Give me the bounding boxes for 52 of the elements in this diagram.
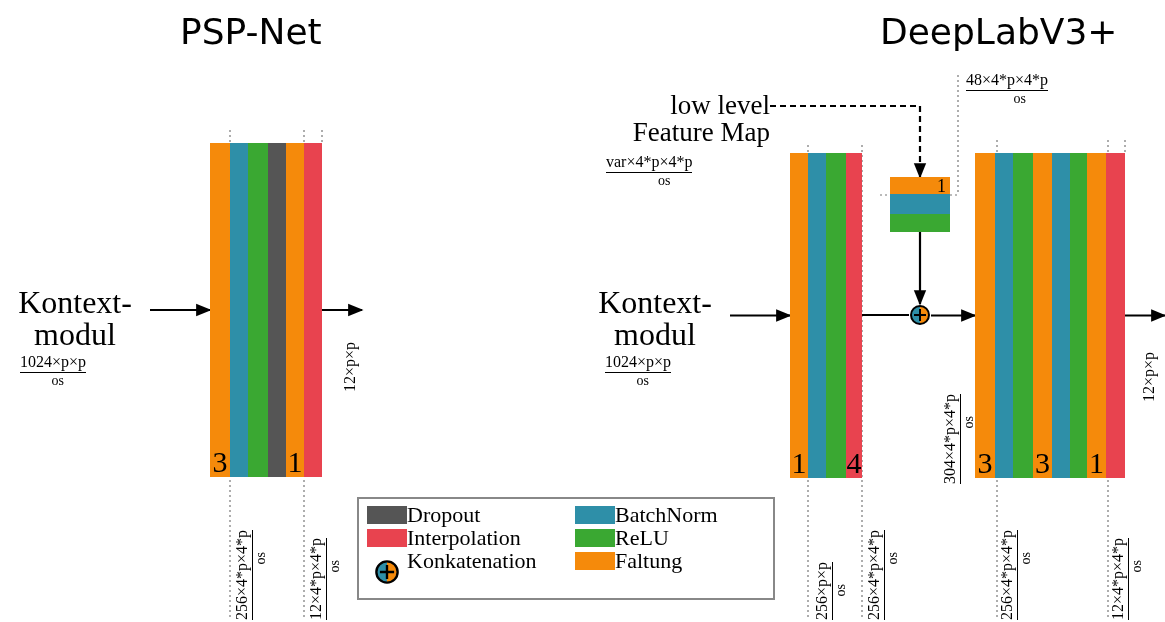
dimension-label: 12×4*p×4*p (308, 537, 327, 620)
dimension-label: os (1013, 91, 1028, 106)
dimension-label: os (51, 373, 66, 388)
dimension-label: 48×4*p×4*p (966, 72, 1049, 91)
dimension-label: os (327, 558, 342, 573)
dimension-label: os (885, 550, 900, 565)
layer-count: 3 (977, 448, 993, 478)
layer-count: 3 (1035, 448, 1050, 478)
dimension-label: var×4*p×4*p (606, 154, 693, 173)
layer-count: 1 (1089, 448, 1104, 478)
arrow (913, 232, 927, 306)
dimension-label: 12×p×p (1141, 351, 1157, 402)
legend-label: Dropout (407, 503, 481, 526)
dimension-label: os (833, 582, 848, 597)
dimension-label: 12×p×p (342, 341, 358, 392)
layer-block (210, 143, 322, 477)
dimension-label: 12×4*p×4*p (1110, 537, 1129, 620)
dimension-label: os (658, 173, 672, 188)
legend-label: Konkatenation (407, 549, 537, 572)
layer-count: 1 (791, 448, 807, 478)
arrow (1125, 309, 1165, 322)
dimension-label: 1024×p×p (605, 354, 672, 373)
arrow (150, 303, 212, 317)
input-label: Kontext-modul (0, 287, 150, 349)
layer-block (790, 153, 862, 478)
arrow (730, 309, 792, 322)
input-label: low level Feature Map (590, 90, 770, 148)
layer-block (975, 153, 1125, 478)
input-label: Kontext-modul (580, 287, 730, 349)
legend-label: BatchNorm (615, 503, 718, 526)
dimension-label: os (1018, 550, 1033, 565)
arrow (322, 303, 364, 317)
network-heading: PSP-Net (180, 14, 322, 50)
dimension-label: os (636, 373, 651, 388)
dimension-label: os (961, 414, 976, 429)
arrow (931, 309, 977, 322)
dimension-label: os (253, 550, 268, 565)
layer-count: 4 (846, 448, 862, 478)
layer-block (890, 177, 950, 232)
layer-count: 1 (937, 176, 947, 195)
dimension-label: os (1129, 558, 1144, 573)
network-heading: DeepLabV3+ (880, 14, 1118, 50)
dimension-label: 256×p×p (814, 561, 833, 620)
legend-label: ReLU (615, 526, 669, 549)
legend-label: Interpolation (407, 526, 521, 549)
dimension-label: 256×4*p×4*p (999, 529, 1018, 620)
legend-label: Faltung (615, 549, 683, 572)
layer-count: 1 (287, 447, 303, 477)
dimension-label: 256×4*p×4*p (234, 529, 253, 620)
layer-count: 3 (212, 447, 228, 477)
dimension-label: 1024×p×p (20, 354, 87, 373)
dashed-arrow (770, 104, 927, 179)
